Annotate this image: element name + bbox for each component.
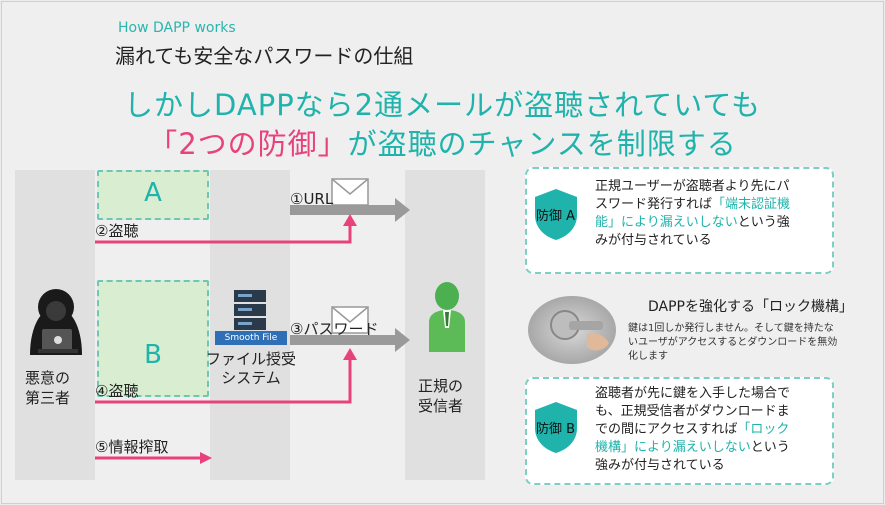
defense-b-line3: での間にアクセスすれば「ロック [595, 421, 825, 439]
shield-icon [535, 402, 577, 453]
kicker-title: How DAPP works [118, 20, 236, 36]
eavesdrop-line-4 [95, 356, 352, 404]
defense-a-line2-highlight: 「端末認証機 [712, 197, 791, 212]
defense-b-shield-label: 防御 B [536, 422, 576, 437]
recipient-label: 正規の 受信者 [418, 376, 463, 416]
step-url-label: ①URL [290, 190, 334, 208]
attacker-label: 悪意の 第三者 [25, 368, 70, 408]
recipient-label-line1: 正規の [418, 377, 464, 395]
step-password-label: ③パスワード [290, 320, 379, 338]
headline-line1: しかしDAPPなら2通メールが盗聴されていても [124, 88, 761, 122]
password-arrow [290, 328, 410, 352]
defense-a-line3-text: という強 [737, 215, 790, 230]
headline-rest: が盗聴のチャンスを制限する [347, 127, 737, 161]
server-label-line2: システム [221, 369, 281, 387]
door-lock-icon [528, 296, 616, 364]
server-label: ファイル授受 システム [205, 350, 297, 388]
defense-b-line4-text: という [750, 440, 790, 455]
recipient-label-line2: 受信者 [418, 397, 464, 415]
box-a-label: A [144, 178, 162, 208]
eavesdrop-arrowhead-2 [343, 214, 357, 226]
headline-line2: 「2つの防御」が盗聴のチャンスを制限する [0, 121, 885, 163]
headline-pink: 「2つの防御」 [148, 127, 348, 161]
defense-b-line2: も、正規受信者がダウンロードま [595, 404, 790, 419]
person-icon [429, 282, 465, 352]
defense-a-panel [525, 167, 834, 274]
defense-a-line1: 正規ユーザーが盗聴者より先にパ [595, 179, 790, 194]
attacker-label-line2: 第三者 [25, 389, 71, 407]
box-b: B [97, 280, 209, 397]
defense-a-line2: スワード発行すれば「端末認証機 [595, 196, 825, 214]
defense-b-line1: 盗聴者が先に鍵を入手した場合で [595, 386, 791, 401]
defense-a-shield-label: 防御 A [536, 209, 576, 224]
box-a: A [97, 170, 209, 220]
defense-a-line2-text: スワード発行すれば [595, 197, 713, 212]
shield-icon [535, 189, 577, 240]
step-extract-label: ⑤情報搾取 [95, 438, 169, 456]
defense-b-line5: 強みが付与されている [595, 458, 725, 473]
mail-envelope-icon [331, 306, 369, 334]
hacker-icon [30, 289, 82, 355]
defense-a-line3: 能」により漏えいしないという強 [595, 214, 825, 232]
defense-a-line3-highlight: 能」により漏えいしない [595, 215, 738, 230]
lock-title: DAPPを強化する「ロック機構」 [648, 299, 853, 315]
defense-b-line3-text: での間にアクセスすれば [595, 422, 738, 437]
eavesdrop-line-2 [95, 222, 352, 244]
box-b-label: B [144, 340, 162, 370]
mail-envelope-icon [331, 178, 369, 206]
defense-a-line4: みが付与されている [595, 233, 712, 248]
defense-b-line4-highlight: 機構」により漏えいしない [595, 440, 751, 455]
eavesdrop-arrowhead-4 [343, 348, 357, 360]
extract-arrowhead [200, 452, 212, 464]
step-eavesdrop-2-label: ②盗聴 [95, 222, 139, 240]
smooth-file-badge: Smooth File [215, 331, 287, 345]
server-icon [234, 290, 266, 330]
slide-subtitle: 漏れても安全なパスワードの仕組 [115, 44, 414, 68]
attacker-label-line1: 悪意の [25, 369, 71, 387]
step-eavesdrop-4-label: ④盗聴 [95, 382, 139, 400]
lock-description: 鍵は1回しか発行しません。そして鍵を持たないユーザがアクセスするとダウンロードを… [628, 323, 838, 362]
url-arrow [290, 198, 410, 222]
defense-b-line4: 機構」により漏えいしないという [595, 439, 825, 457]
defense-a-text: 正規ユーザーが盗聴者より先にパ スワード発行すれば「端末認証機 能」により漏えい… [595, 178, 825, 250]
defense-b-text: 盗聴者が先に鍵を入手した場合で も、正規受信者がダウンロードま での間にアクセス… [595, 385, 825, 475]
server-label-line1: ファイル授受 [205, 350, 296, 368]
defense-b-line3-highlight: 「ロック [737, 422, 790, 437]
